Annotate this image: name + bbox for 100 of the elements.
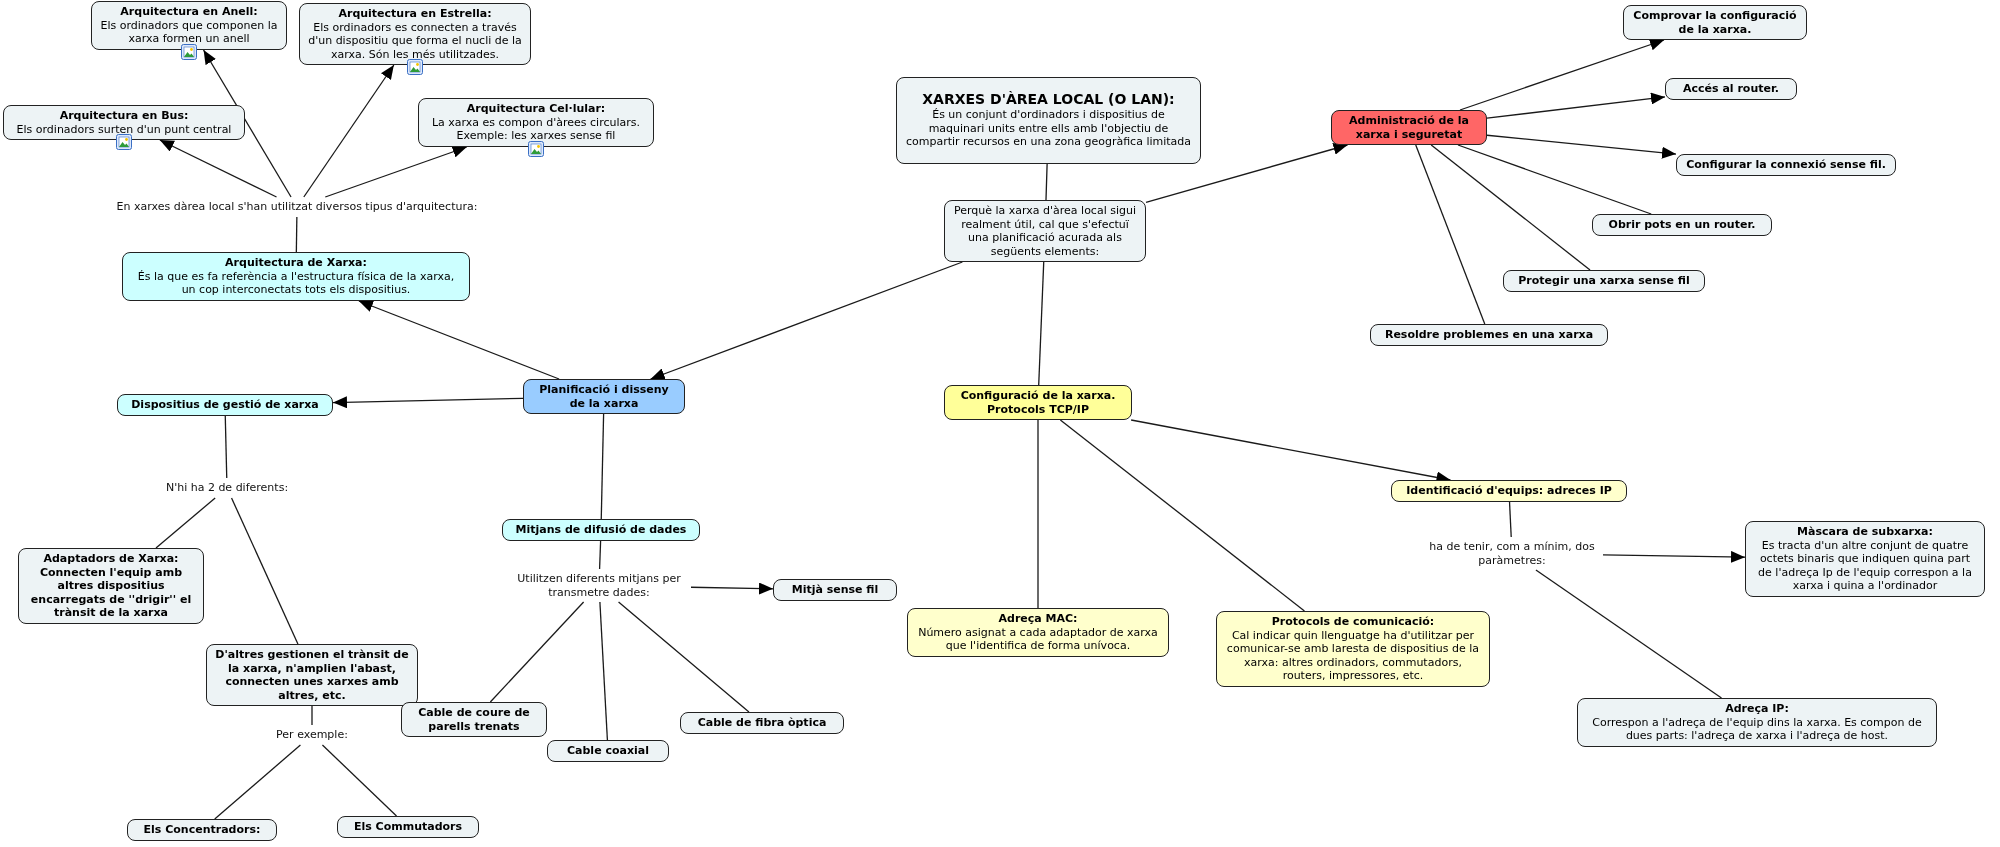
connector-line [1430,144,1591,271]
connector-arrow [159,139,278,198]
connector-line [224,415,228,479]
box-heading: Adreça IP: [1724,702,1790,716]
concept-box [502,519,700,541]
concept-box [773,579,897,601]
box-heading: XARXES D'ÀREA LOCAL (O LAN): [921,90,1176,108]
box-text: És un conjunt d'ordinadors i dispositius de maquinari units entre ells amb l'objectiu de compartir recursos en una zona geogràfica limitada [905,108,1192,149]
box-heading: Màscara de subxarxa: [1796,525,1934,539]
connector-line [617,601,750,713]
box-text: Configurar la connexió sense fil. [1685,158,1887,172]
connector-line [155,497,216,549]
concept-box [1331,110,1487,145]
connector-line [599,601,609,741]
box-text: Perquè la xarxa d'àrea local sigui realment útil, cal que s'efectuï una planificació acurada als següents elements: [952,204,1137,258]
connector-line [598,540,602,570]
connector-line [1037,419,1039,609]
concept-box [1676,154,1896,176]
connector-arrow [358,300,560,380]
box-heading: Arquitectura en Bus: [58,109,190,123]
connector-line [1059,419,1306,612]
box-heading: Adreça MAC: [997,612,1079,626]
box-heading: Arquitectura Cel·lular: [465,102,607,116]
box-text: Cable coaxial [566,744,650,758]
concept-box [1665,78,1797,100]
connector-line [230,497,299,645]
box-text: Obrir pots en un router. [1607,218,1757,232]
connector-line [600,413,605,520]
connector-arrow [1486,92,1666,119]
connector-arrow [202,49,292,198]
concept-box [1623,5,1807,40]
connector-line [295,216,298,253]
connector-arrow [324,146,468,198]
concept-box [1370,324,1608,346]
box-text: La xarxa es compon d'àrees circulars. Exemple: les xarxes sense fil [431,115,641,143]
connector-arrow [690,582,774,595]
concept-box [523,379,685,414]
connector-arrow [1486,134,1677,159]
connector-arrow [650,261,964,380]
box-text: Planificació i disseny de la xarxa [538,383,670,410]
connector-line [1415,144,1486,325]
box-text: Configuració de la xarxa. Protocols TCP/IP [959,389,1117,416]
concept-box [1216,611,1490,687]
box-text: Els Concentradors: [142,823,262,837]
concept-box [1592,214,1772,236]
box-text: Cable de fibra òptica [696,716,828,730]
concept-box [1745,521,1985,597]
box-text: Els ordinadors surten d'un punt central [15,122,233,136]
concept-box [547,740,669,762]
box-text: Protegir una xarxa sense fil [1517,274,1691,288]
concept-box [337,816,479,838]
box-text: Cable de coure de parells trenats [417,706,531,733]
connector-line [1457,144,1652,215]
concept-box [122,252,470,301]
concept-box [944,385,1132,420]
concept-box [1577,698,1937,747]
box-heading: Arquitectura en Anell: [119,5,259,19]
box-text: Es tracta d'un altre conjunt de quatre octets binaris que indiquen quina part de l'adreça Ip de l'equip correspon a la xarxa i quina a l'ordinador [1757,538,1973,593]
connector-line [1045,163,1048,201]
connector-arrow [303,64,395,198]
concept-box [117,394,333,416]
box-text: Dispositius de gestió de xarxa [130,398,320,412]
connector-arrow [1145,143,1349,203]
concept-box [206,644,418,706]
box-text: Els Commutadors [352,820,464,834]
box-text: Adaptadors de Xarxa: Connecten l'equip amb altres dispositius encarregats de ''drigir'' el trànsit de la xarxa [29,552,193,620]
concept-box [1503,270,1705,292]
box-heading: Protocols de comunicació: [1270,615,1436,629]
connector-arrow [1459,38,1665,111]
concept-box [1391,480,1627,502]
connector-line [321,744,398,817]
box-text: Resoldre problemes en una xarxa [1383,328,1595,342]
connector-arrow [332,396,524,409]
box-text: Els ordinadors que componen la xarxa formen un anell [99,18,279,46]
connector-line [1038,261,1045,386]
connector-line [214,744,302,820]
box-text: Mitjans de difusió de dades [514,523,688,537]
connector-arrow [1602,550,1746,563]
concept-box [401,702,547,737]
connector-line [1535,569,1723,699]
concept-box [944,200,1146,262]
box-text: D'altres gestionen el trànsit de la xarxa, n'amplien l'abast, connecten unes xarxes amb altres, etc. [214,648,410,702]
box-text: És la que es fa referència a l'estructura física de la xarxa, un cop interconectats tots els dispositius. [136,269,456,297]
box-heading: Arquitectura de Xarxa: [224,256,368,270]
box-text: Accés al router. [1682,82,1780,96]
box-text: Administració de la xarxa i seguretat [1348,114,1470,141]
box-text: Mitjà sense fil [790,583,880,597]
concept-box [680,712,844,734]
box-text: Número asignat a cada adaptador de xarxa que l'identifica de forma unívoca. [917,625,1159,653]
box-text: Identificació d'equips: adreces IP [1405,484,1613,498]
box-heading: Arquitectura en Estrella: [337,7,493,21]
concept-box [18,548,204,624]
box-text: Comprovar la configuració de la xarxa. [1632,9,1798,36]
box-text: Cal indicar quin llenguatge ha d'utilitzar per comunicar-se amb laresta de dispositius de la xarxa: altres ordinadors, commutadors, routers, impressores, etc. [1225,628,1481,683]
concept-box [127,819,277,841]
connector-line [489,601,585,703]
concept-box [907,608,1169,657]
concept-box [896,77,1201,164]
box-text: Correspon a l'adreça de l'equip dins la xarxa. Es compon de dues parts: l'adreça de xarxa i l'adreça de host. [1591,715,1923,743]
connector-line [311,705,313,726]
